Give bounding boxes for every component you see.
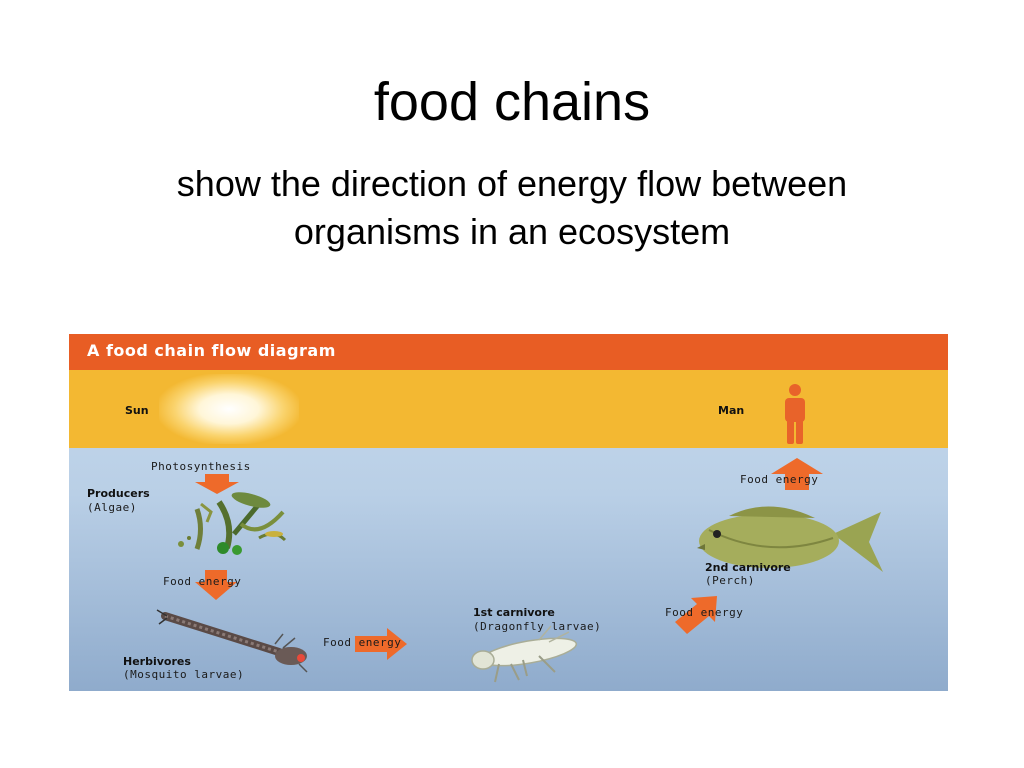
food-energy-right-arrow-icon bbox=[355, 628, 407, 660]
photosynthesis-arrow-icon bbox=[195, 474, 239, 494]
food-energy-label-producers: Food energy bbox=[163, 575, 242, 588]
sun-label: Sun bbox=[125, 404, 149, 417]
food-energy-diagonal-arrow-icon bbox=[675, 596, 717, 634]
slide-title: food chains bbox=[373, 72, 651, 132]
food-energy-label-first-carnivore: Food energy bbox=[665, 606, 744, 619]
food-energy-up-arrow-icon bbox=[771, 458, 823, 490]
man-icon bbox=[785, 384, 805, 444]
first-carnivore-label: 1st carnivore bbox=[473, 606, 555, 619]
man-label: Man bbox=[718, 404, 745, 417]
first-carnivore-detail: (Dragonfly larvae) bbox=[473, 620, 602, 633]
diagram-header: A food chain flow diagram bbox=[69, 334, 948, 370]
food-energy-down-arrow-icon bbox=[195, 570, 237, 600]
second-carnivore-detail: (Perch) bbox=[705, 574, 755, 587]
food-chain-diagram: A food chain flow diagram bbox=[69, 334, 948, 691]
producers-detail: (Algae) bbox=[87, 501, 137, 514]
photosynthesis-label: Photosynthesis bbox=[151, 460, 251, 473]
mosquito-larva-icon bbox=[156, 609, 308, 673]
food-energy-label-second-carnivore: Food energy bbox=[740, 473, 819, 486]
producers-label: Producers bbox=[87, 487, 150, 500]
sun-icon bbox=[159, 374, 299, 444]
food-energy-label-herbivores: Food energy bbox=[323, 636, 402, 649]
dragonfly-larva-icon bbox=[471, 625, 578, 683]
slide-subtitle: show the direction of energy flow betwee… bbox=[176, 163, 848, 252]
diagram-artwork bbox=[156, 384, 883, 683]
algae-icon bbox=[178, 492, 287, 555]
diagram-title: A food chain flow diagram bbox=[87, 341, 336, 360]
second-carnivore-label: 2nd carnivore bbox=[705, 561, 791, 574]
perch-fish-icon bbox=[697, 506, 883, 572]
herbivores-detail: (Mosquito larvae) bbox=[123, 668, 245, 681]
herbivores-label: Herbivores bbox=[123, 655, 191, 668]
